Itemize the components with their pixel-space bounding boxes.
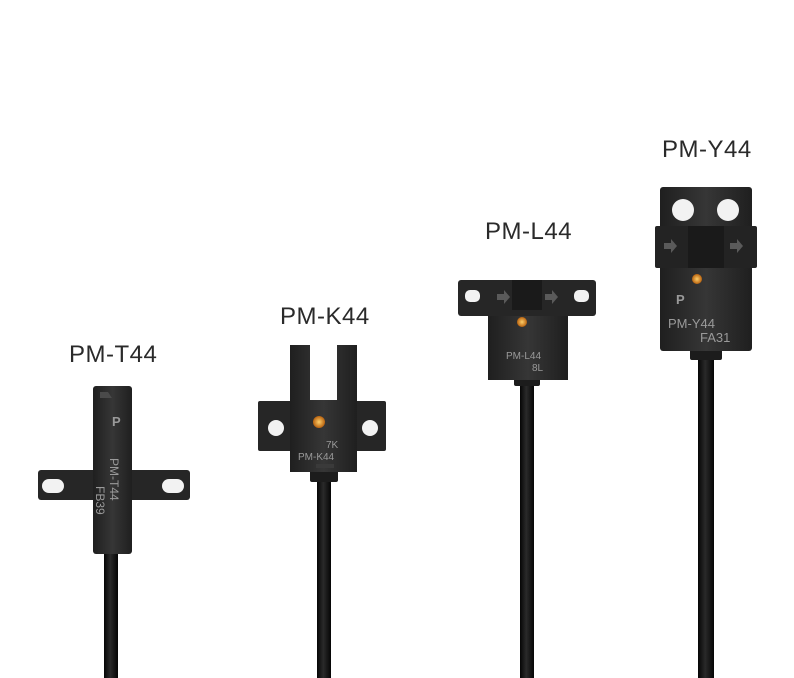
body-print: PM-L44 (506, 351, 541, 362)
mount-hole-left (672, 199, 694, 221)
body-print: PM-T44 (107, 458, 121, 501)
sensor-pm-y44: P PM-Y44 FA31 (655, 187, 757, 678)
brand-logo: P (112, 414, 121, 429)
body-print: 8L (532, 363, 544, 374)
cable (520, 383, 534, 678)
sensor-pm-l44: PM-L44 8L (458, 280, 596, 678)
arrow-icon (664, 239, 677, 253)
mount-hole-right (362, 420, 378, 436)
label-pm-l44: PM-L44 (485, 218, 573, 245)
brand-logo: P (676, 292, 685, 307)
sensor-pm-k44: 7K PM-K44 (258, 345, 386, 678)
arrow-icon (730, 239, 743, 253)
label-pm-t44: PM-T44 (69, 341, 158, 368)
body-print: FB39 (93, 486, 107, 515)
body-print: 7K (326, 440, 339, 451)
body-print: PM-Y44 (668, 316, 715, 331)
indicator-led (692, 274, 702, 284)
mount-hole-left (268, 420, 284, 436)
sensor-body (93, 386, 132, 554)
mount-hole-right (574, 290, 589, 302)
label-pm-k44: PM-K44 (280, 303, 370, 330)
indicator-led (313, 416, 325, 428)
cable (698, 358, 714, 678)
sensor-body (290, 345, 357, 472)
cable (104, 550, 118, 678)
arrow-icon (545, 290, 558, 304)
mount-hole-right (162, 479, 184, 493)
body-print: PM-K44 (298, 452, 335, 463)
sensor-pm-t44: P PM-T44 FB39 (38, 386, 190, 678)
sensor-body (488, 316, 568, 380)
arrow-icon (497, 290, 510, 304)
label-pm-y44: PM-Y44 (662, 136, 752, 163)
indicator-led (517, 317, 527, 327)
cable-collar (310, 470, 338, 482)
body-print: FA31 (700, 330, 730, 345)
cable (317, 478, 331, 678)
mount-hole-left (42, 479, 64, 493)
mount-hole-right (717, 199, 739, 221)
mount-hole-left (465, 290, 480, 302)
